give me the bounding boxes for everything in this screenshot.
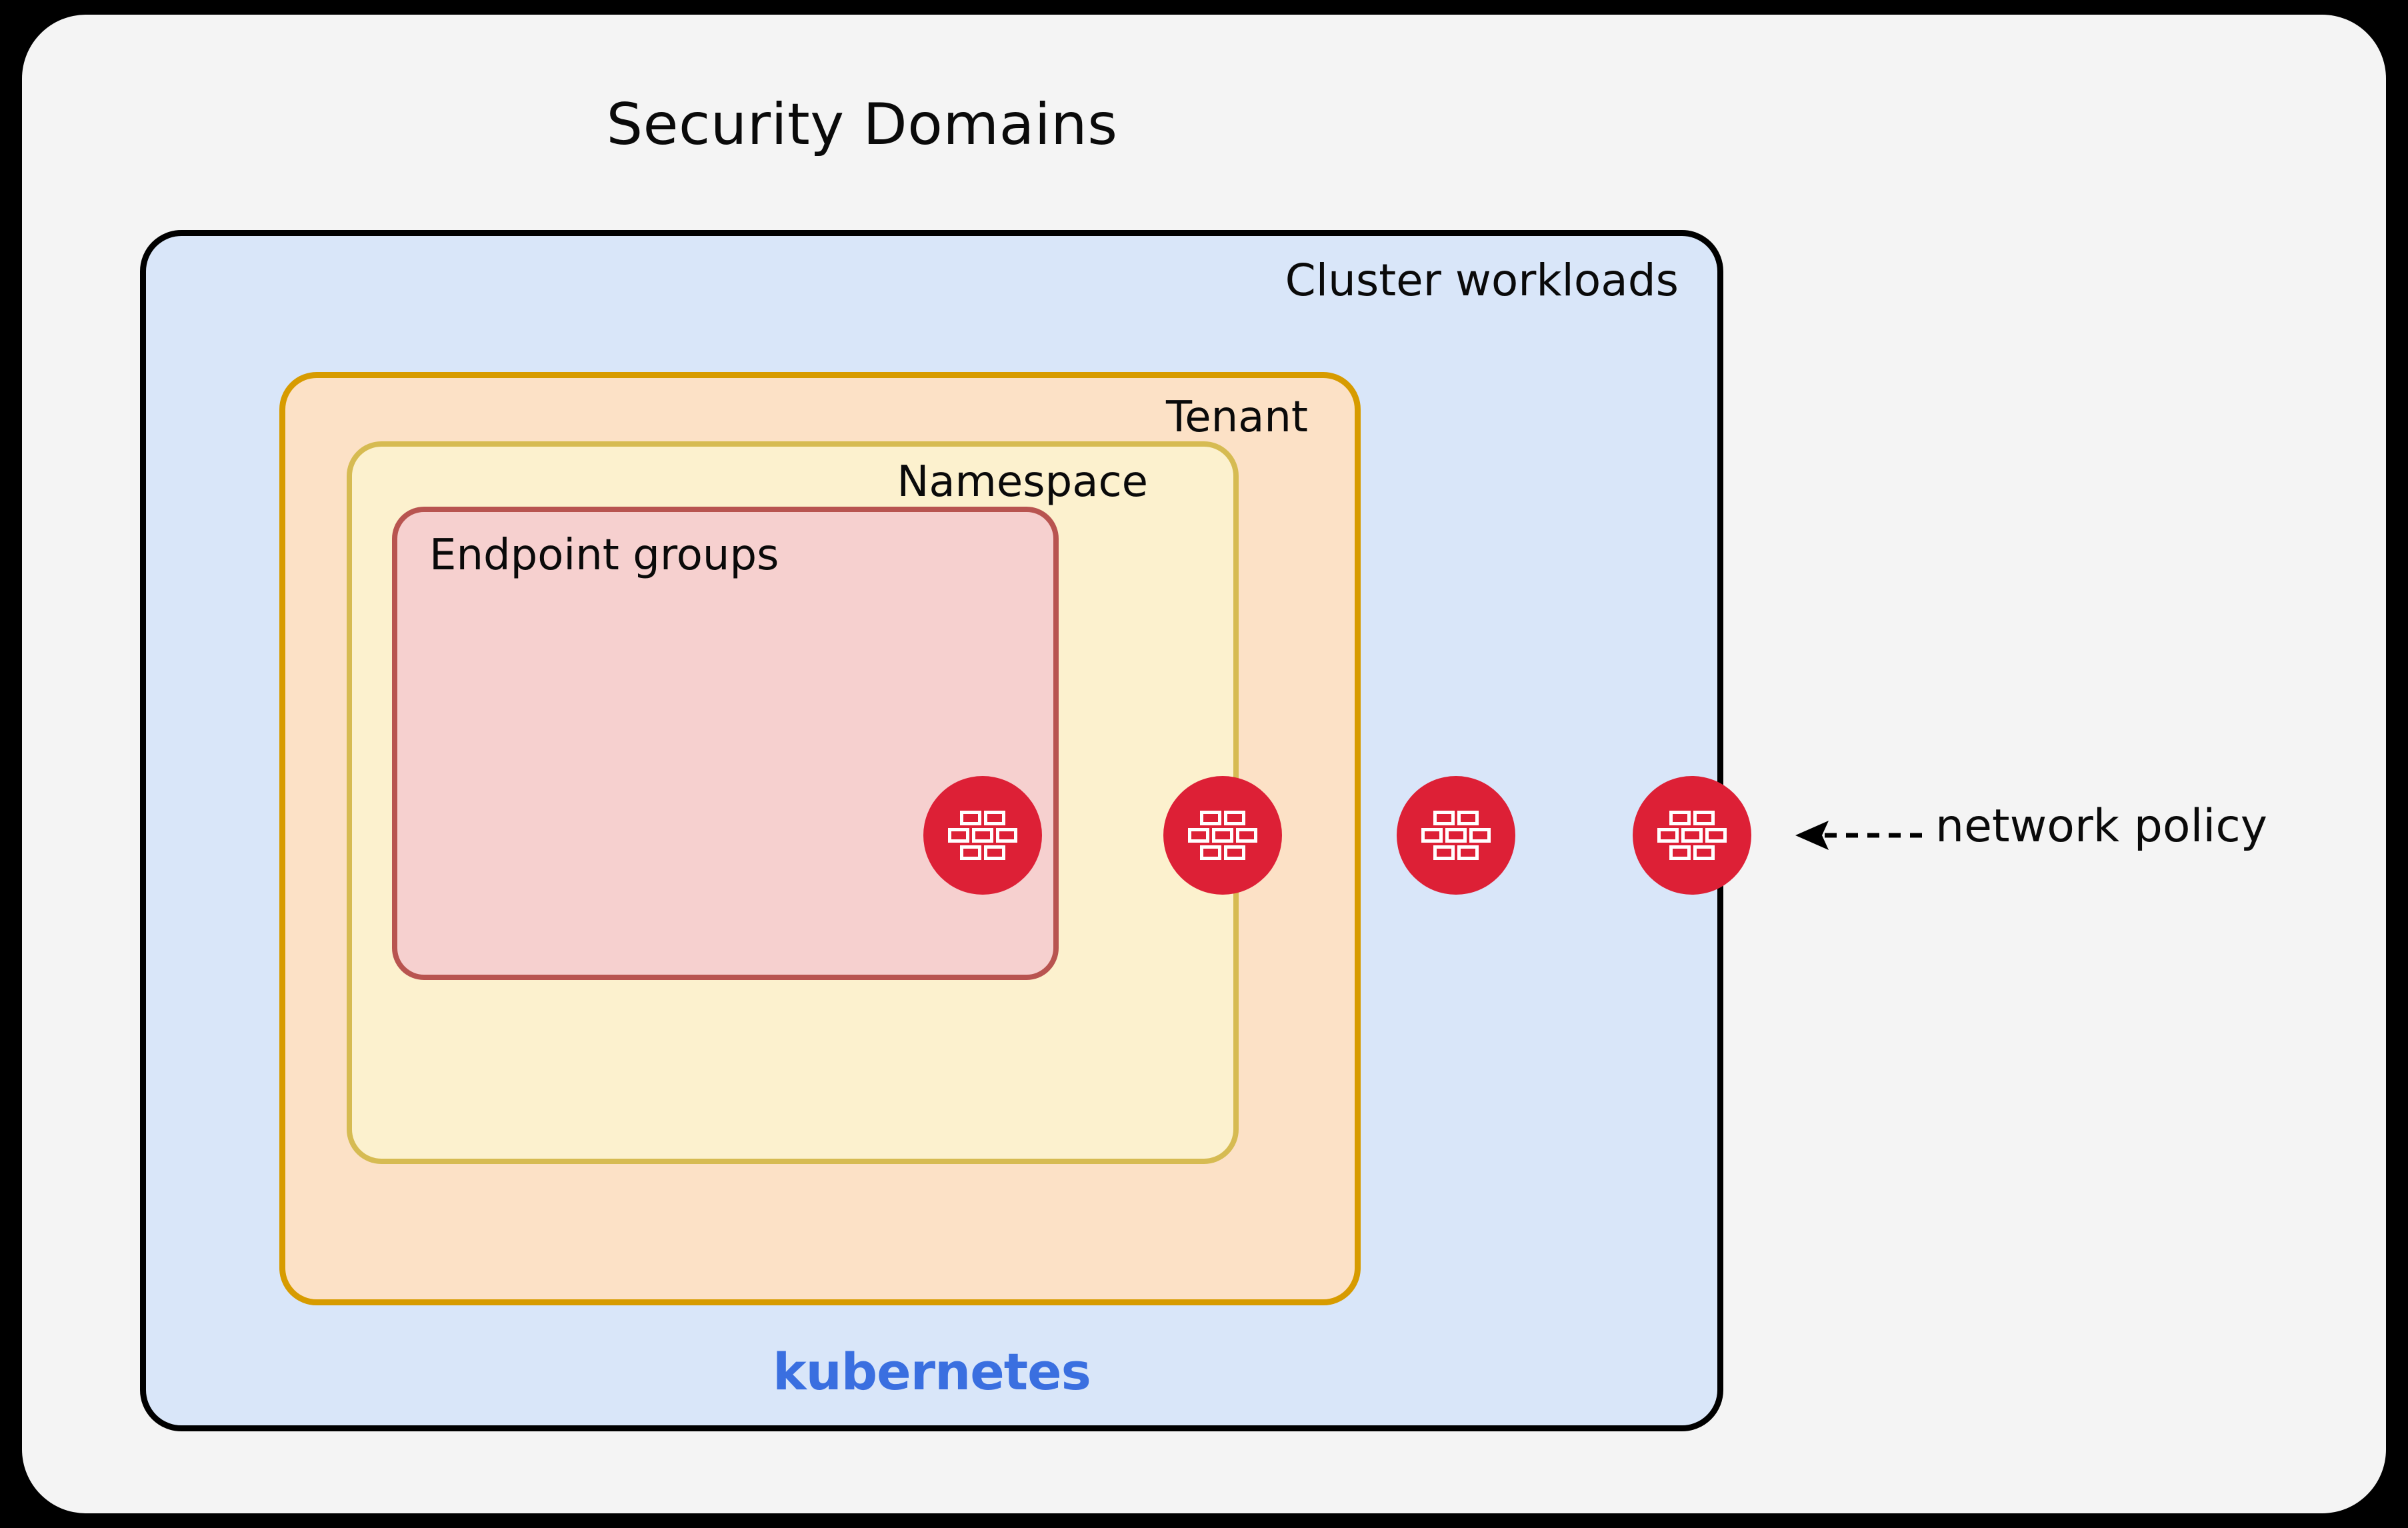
namespace-box: Namespace Endpoint groups — [347, 441, 1239, 1164]
page-title: Security Domains — [606, 91, 1118, 158]
brick — [1200, 845, 1221, 860]
firewall-brickwall-icon — [1397, 776, 1515, 895]
brick — [1433, 811, 1455, 825]
brick — [1188, 828, 1209, 843]
brick — [1693, 845, 1715, 860]
kubernetes-logo-label: kubernetes — [773, 1342, 1091, 1401]
endpoint-groups-label: Endpoint groups — [429, 531, 779, 580]
brick — [972, 828, 993, 843]
network-policy-arrow-icon — [1795, 821, 1922, 850]
firewall-brickwall-icon — [923, 776, 1042, 895]
brick — [1457, 845, 1479, 860]
brick — [1669, 811, 1691, 825]
endpoint-groups-box: Endpoint groups — [392, 507, 1059, 980]
namespace-label: Namespace — [897, 457, 1148, 507]
network-policy-label: network policy — [1935, 800, 2267, 853]
brick — [960, 845, 981, 860]
brick — [960, 811, 981, 825]
brickwall-glyph — [1421, 811, 1491, 860]
brick — [1224, 811, 1245, 825]
diagram-card: Security Domains Cluster workloads Tenan… — [22, 15, 2386, 1513]
brick — [1705, 828, 1727, 843]
cluster-workloads-label: Cluster workloads — [1285, 255, 1679, 306]
brick — [1224, 845, 1245, 860]
brick — [984, 845, 1005, 860]
brickwall-glyph — [1188, 811, 1257, 860]
brick — [1469, 828, 1491, 843]
brick — [948, 828, 969, 843]
brick — [1681, 828, 1703, 843]
brickwall-glyph — [1657, 811, 1727, 860]
arrow-head — [1795, 821, 1829, 850]
brick — [1457, 811, 1479, 825]
brick — [996, 828, 1017, 843]
brick — [1445, 828, 1467, 843]
brick — [1669, 845, 1691, 860]
brick — [1421, 828, 1443, 843]
brick — [1433, 845, 1455, 860]
brick — [984, 811, 1005, 825]
firewall-brickwall-icon — [1633, 776, 1751, 895]
tenant-label: Tenant — [1165, 393, 1308, 442]
brick — [1200, 811, 1221, 825]
brick — [1657, 828, 1679, 843]
brick — [1693, 811, 1715, 825]
brickwall-glyph — [948, 811, 1017, 860]
firewall-brickwall-icon — [1163, 776, 1282, 895]
brick — [1236, 828, 1257, 843]
brick — [1212, 828, 1233, 843]
